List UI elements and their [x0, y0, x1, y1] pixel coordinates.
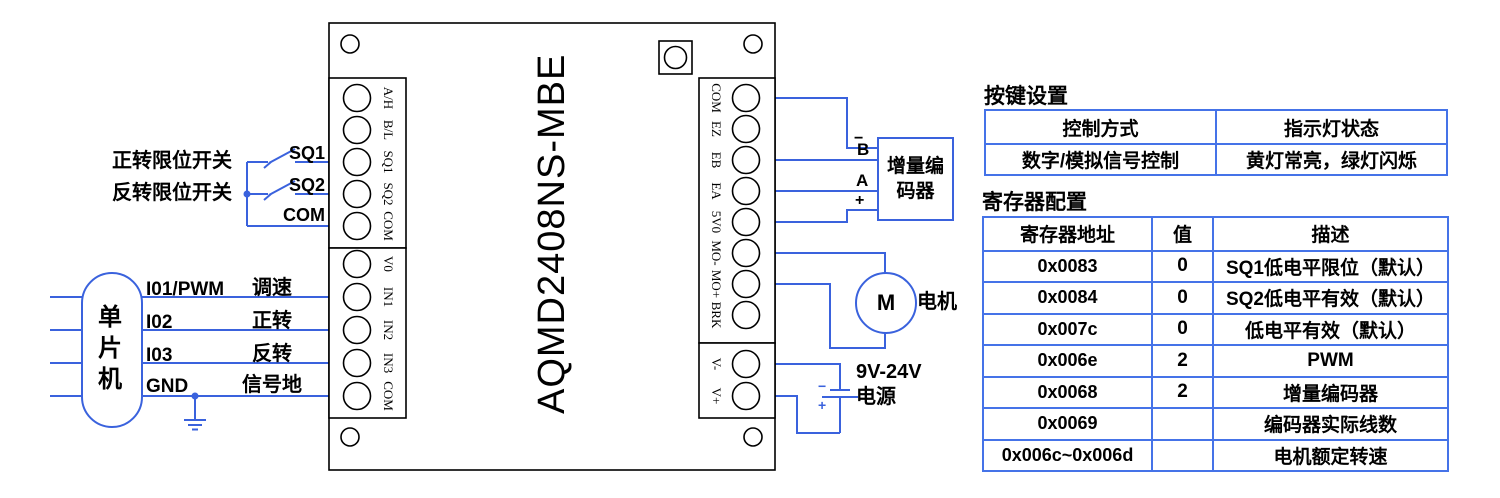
controller-model-title: AQMD2408NS-MBE — [531, 53, 573, 414]
signal-reverse-label: 反转 — [252, 343, 292, 365]
key-table-cell-control: 数字/模拟信号控制 — [986, 143, 1215, 174]
vplus-wire — [775, 395, 840, 434]
reg-addr: 0x007c — [984, 312, 1151, 345]
battery-minus-sign: − — [818, 378, 827, 394]
reg-addr: 0x0083 — [984, 249, 1151, 282]
mounting-hole — [340, 34, 360, 54]
signal-speed-label: 调速 — [252, 277, 292, 299]
motor-minus-wire — [775, 252, 886, 273]
sq1-switch-blade — [263, 148, 296, 169]
mcu-pin-io3: I03 — [146, 345, 173, 366]
mounting-hole — [743, 34, 763, 54]
encoder-label-line2: 码器 — [896, 181, 935, 202]
terminal-label-v-plus: V+ — [709, 387, 724, 405]
encoder-b-label: B — [857, 140, 870, 159]
motor-m-symbol: M — [876, 290, 896, 315]
forward-limit-switch-label: 正转限位开关 — [112, 150, 232, 172]
reg-addr: 0x0068 — [984, 375, 1151, 408]
battery-plus-sign: + — [818, 397, 827, 413]
motor-symbol — [855, 272, 917, 334]
reg-value: 0 — [1151, 312, 1212, 344]
reg-desc: PWM — [1212, 344, 1447, 376]
sq2-wire-label: SQ2 — [289, 175, 326, 195]
mounting-hole — [340, 427, 360, 447]
terminal-screws-right — [731, 83, 761, 411]
mounting-hole — [743, 427, 763, 447]
mcu-pin-io1: I01/PWM — [146, 279, 225, 300]
signal-forward-label: 正转 — [252, 310, 292, 332]
encoder-plus-label: + — [855, 192, 865, 209]
encoder-com-wire — [775, 97, 878, 149]
register-config-title: 寄存器配置 — [982, 186, 1230, 219]
reg-header-value: 值 — [1151, 218, 1212, 250]
reg-desc: SQ1低电平限位（默认） — [1212, 249, 1447, 281]
junction-dot — [243, 190, 251, 198]
sq1-wire-label: SQ1 — [289, 143, 326, 163]
vminus-wire — [775, 363, 841, 390]
key-table-header-control: 控制方式 — [1062, 118, 1139, 140]
mcu-stub-pins — [50, 296, 82, 397]
reg-addr: 0x006c~0x006d — [984, 438, 1151, 471]
reg-addr: 0x0069 — [984, 407, 1151, 439]
reg-desc: 电机额定转速 — [1212, 438, 1447, 470]
junction-dot — [191, 392, 199, 400]
reg-desc: 增量编码器 — [1212, 375, 1447, 407]
mcu-pin-gnd: GND — [146, 376, 189, 397]
reg-value — [1151, 407, 1212, 439]
power-label: 电源 — [856, 386, 896, 408]
reg-value: 0 — [1151, 249, 1212, 281]
signal-ground-label: 信号地 — [242, 374, 302, 396]
mcu-label: 单片机 — [98, 304, 122, 393]
mcu-pin-io2: I02 — [146, 312, 173, 333]
key-table-header-indicator: 指示灯状态 — [1215, 111, 1446, 143]
terminal-label-com2: COM — [381, 381, 396, 411]
com-wire-label: COM — [283, 205, 325, 225]
register-config-table: 寄存器地址 值 描述 0x0083 0 SQ1低电平限位（默认） 0x0084 … — [982, 216, 1449, 472]
encoder-box-label: 增量编 码器 — [878, 138, 953, 220]
reg-value: 2 — [1151, 344, 1212, 376]
reg-desc: 低电平有效（默认） — [1212, 312, 1447, 344]
reg-header-desc: 描述 — [1212, 218, 1447, 250]
encoder-label-line1: 增量编 — [886, 156, 944, 177]
power-voltage-label: 9V-24V — [856, 361, 922, 383]
reg-value: 2 — [1151, 375, 1212, 407]
reverse-limit-switch-label: 反转限位开关 — [112, 182, 232, 204]
motor-plus-wire — [775, 283, 886, 349]
reg-value: 0 — [1151, 281, 1212, 313]
reg-addr: 0x0084 — [984, 281, 1151, 313]
push-button-cap — [663, 45, 688, 70]
reg-desc: 编码器实际线数 — [1212, 407, 1447, 439]
reg-header-addr: 寄存器地址 — [1019, 225, 1115, 247]
controller-body — [328, 22, 776, 471]
key-settings-table: 控制方式 指示灯状态 数字/模拟信号控制 黄灯常亮，绿灯闪烁 — [984, 109, 1448, 176]
right-wiring — [775, 97, 886, 434]
ground-symbol — [184, 396, 206, 431]
key-table-cell-indicator: 黄灯常亮，绿灯闪烁 — [1215, 143, 1446, 174]
motor-label: 电机 — [917, 291, 957, 313]
terminal-screws-left — [342, 83, 372, 411]
encoder-box — [877, 137, 954, 221]
reg-desc: SQ2低电平有效（默认） — [1212, 281, 1447, 313]
encoder-minus-label: − — [854, 130, 864, 147]
encoder-5v-wire — [775, 209, 878, 223]
reg-addr: 0x006e — [984, 344, 1151, 376]
sq2-switch-blade — [263, 180, 296, 201]
encoder-a-label: A — [856, 171, 869, 190]
reg-value — [1151, 438, 1212, 470]
mcu-body — [81, 272, 143, 428]
